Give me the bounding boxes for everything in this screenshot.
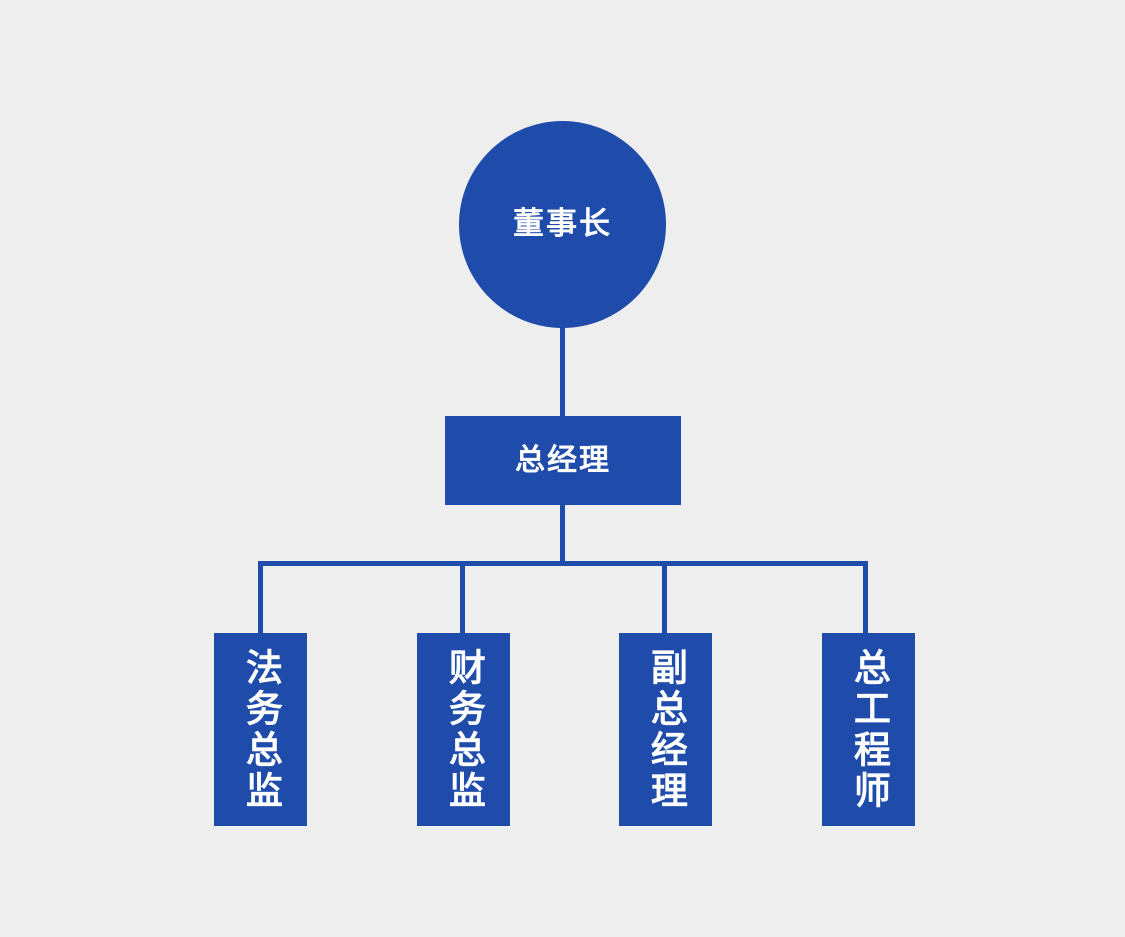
connector-drop-finance (460, 561, 465, 635)
connector-drop-legal (258, 561, 263, 635)
connector-horizontal-bus (258, 561, 868, 566)
node-chief-engineer[interactable]: 总工程师 (822, 633, 915, 826)
node-finance-director[interactable]: 财务总监 (417, 633, 510, 826)
node-legal-director-label: 法务总监 (239, 647, 283, 812)
connector-gm-to-bus (560, 503, 565, 565)
node-deputy-general-manager-label: 副总经理 (644, 647, 688, 812)
node-legal-director[interactable]: 法务总监 (214, 633, 307, 826)
node-chief-engineer-label: 总工程师 (847, 647, 891, 812)
node-chairman-label: 董事长 (513, 206, 612, 243)
node-deputy-general-manager[interactable]: 副总经理 (619, 633, 712, 826)
node-chairman[interactable]: 董事长 (459, 121, 666, 328)
node-finance-director-label: 财务总监 (442, 647, 486, 812)
node-general-manager[interactable]: 总经理 (445, 416, 681, 505)
node-general-manager-label: 总经理 (515, 442, 611, 478)
connector-drop-deputy-gm (662, 561, 667, 635)
connector-chairman-to-gm (560, 326, 565, 418)
connector-drop-chief-engineer (863, 561, 868, 635)
